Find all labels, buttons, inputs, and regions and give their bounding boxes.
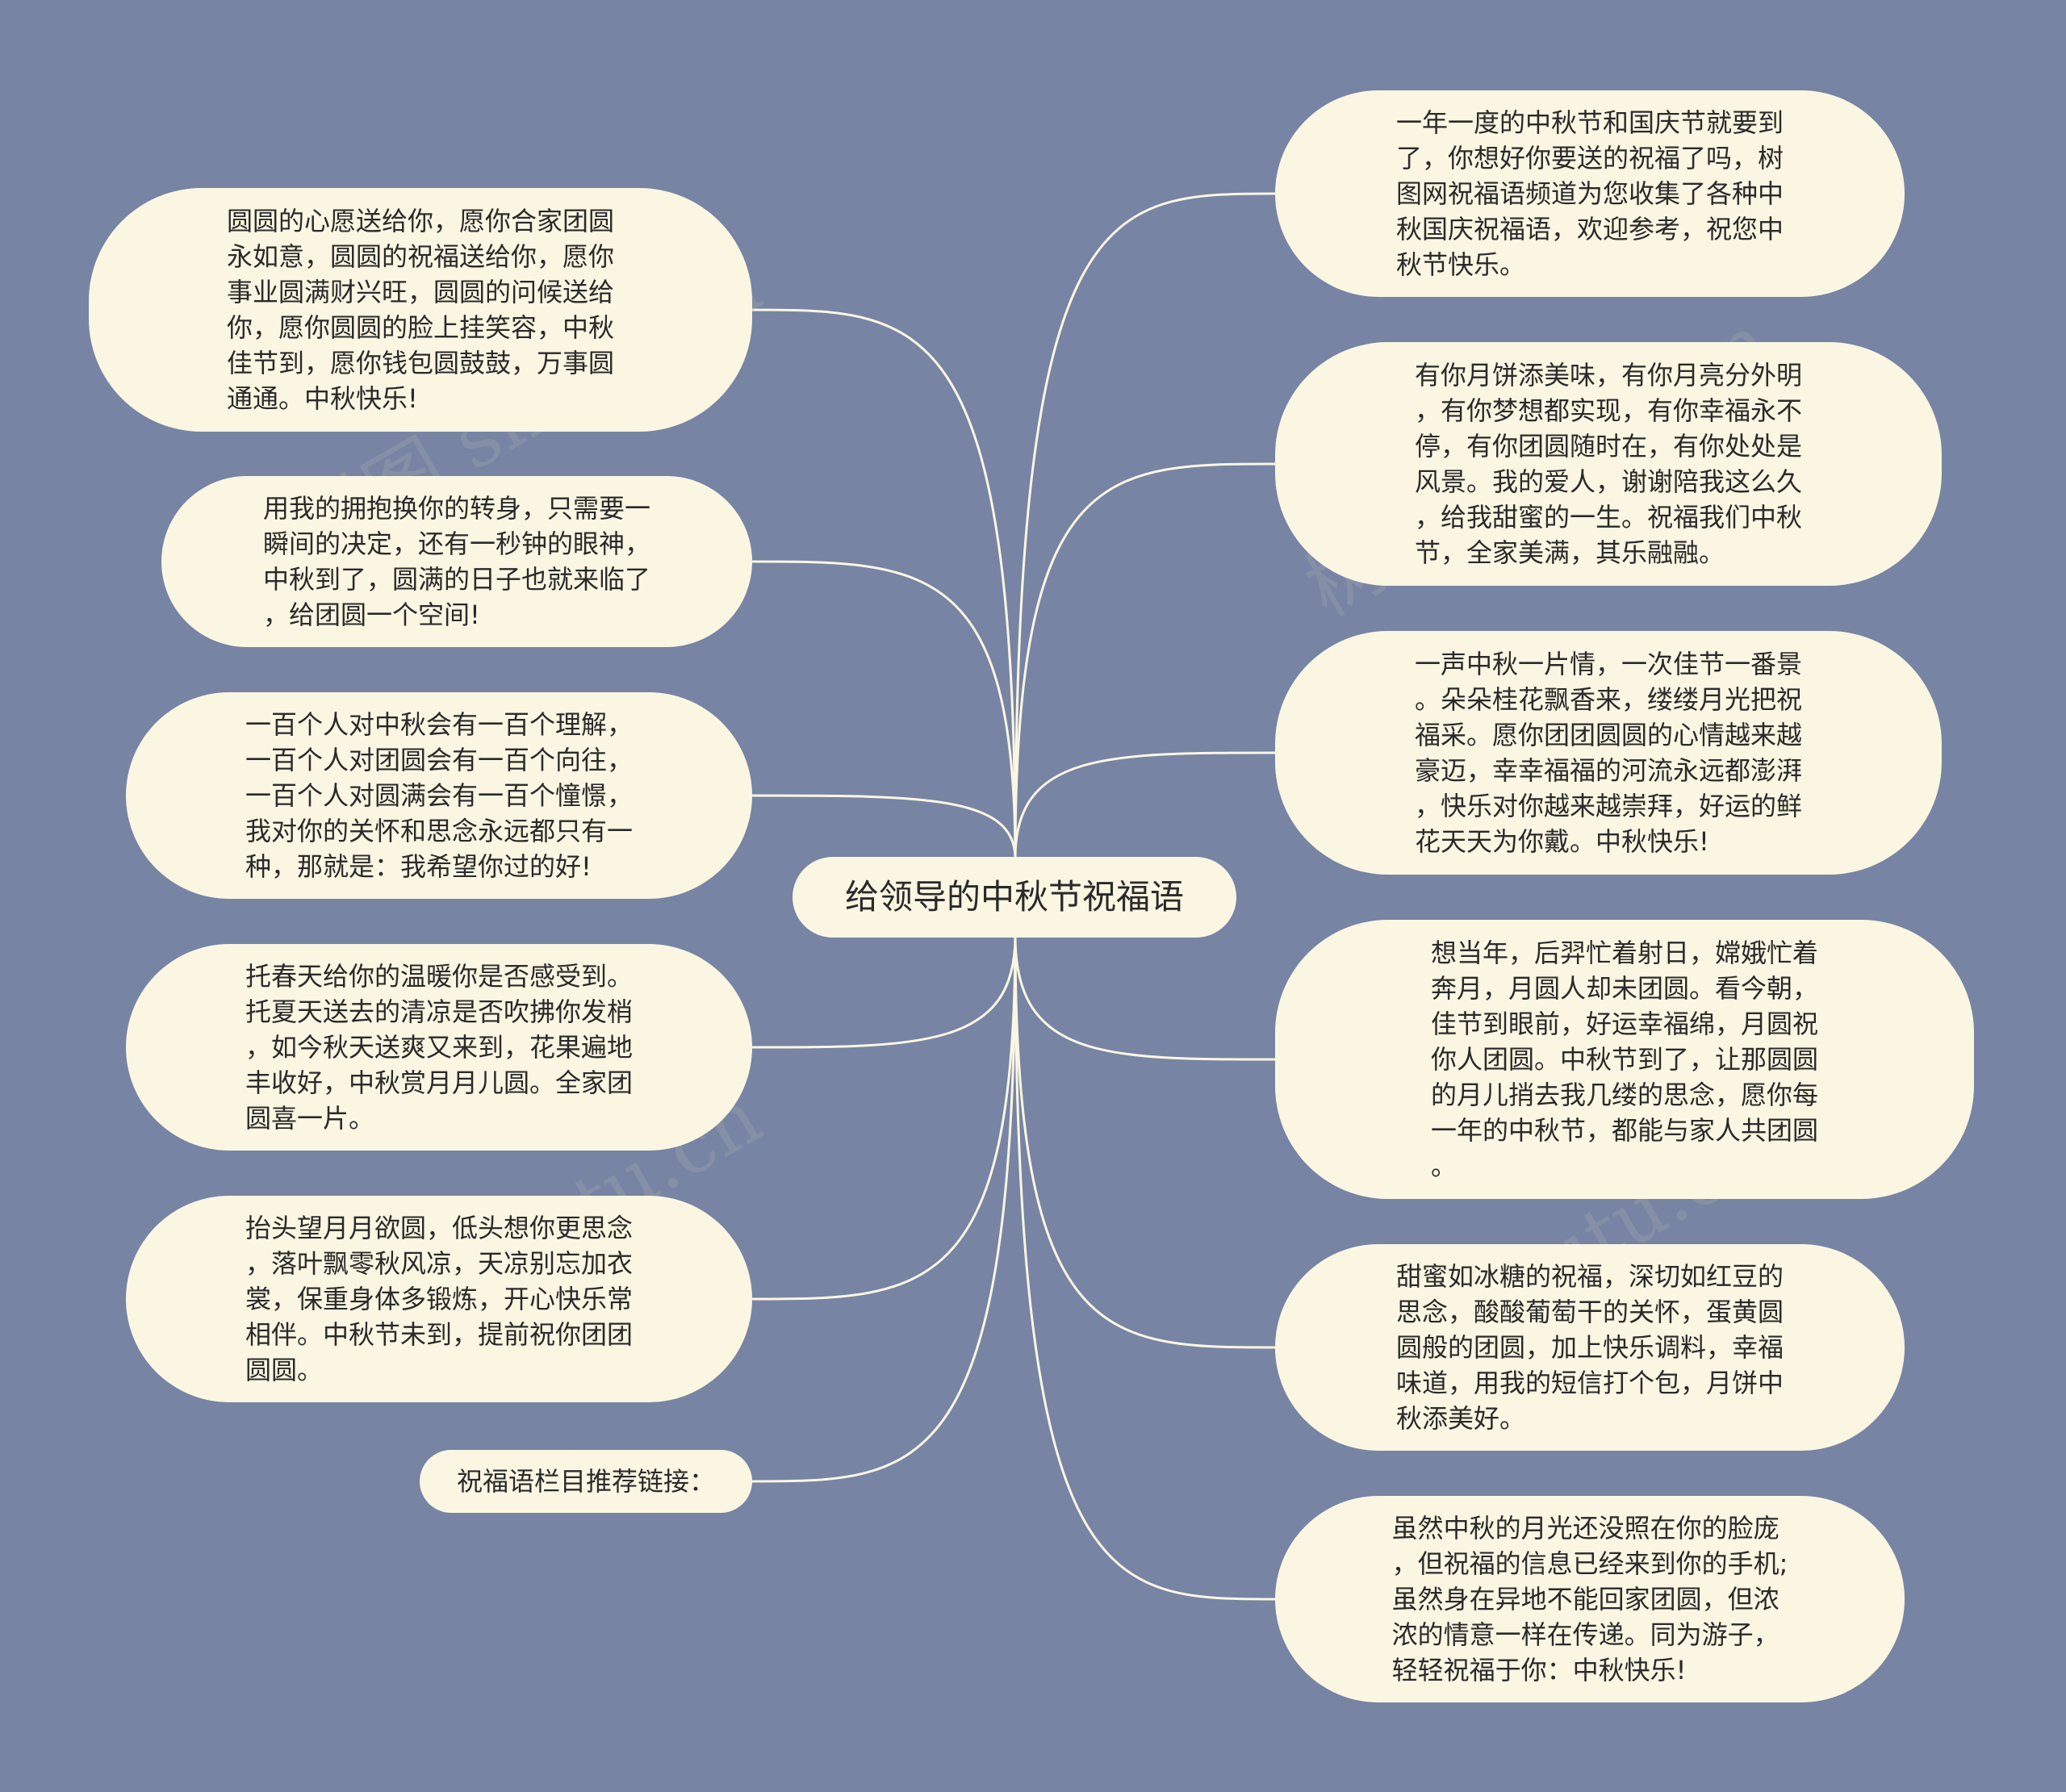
left-branch-node[interactable]: 托春天给你的温暖你是否感受到。 托夏天送去的清凉是否吹拂你发梢 ，如今秋天送爽又… bbox=[126, 944, 752, 1151]
connector-line bbox=[751, 308, 1017, 859]
left-branch-node[interactable]: 抬头望月月欲圆，低头想你更思念 ，落叶飘零秋风凉，天凉别忘加衣 裳，保重身体多锻… bbox=[126, 1196, 752, 1402]
left-branch-node[interactable]: 用我的拥抱换你的转身，只需要一 瞬间的决定，还有一秒钟的眼神， 中秋到了，圆满的… bbox=[161, 476, 752, 647]
connector-line bbox=[1014, 935, 1276, 1349]
connector-line bbox=[751, 935, 1017, 1049]
right-branch-text: 甜蜜如冰糖的祝福，深切如红豆的 思念，酸酸葡萄干的关怀，蛋黄圆 圆般的团圆，加上… bbox=[1395, 1261, 1784, 1434]
recommended-links-label: 祝福语栏目推荐链接： bbox=[456, 1466, 715, 1497]
left-branch-text: 圆圆的心愿送给你，愿你合家团圆 永如意，圆圆的祝福送给你，愿你 事业圆满财兴旺，… bbox=[226, 206, 614, 414]
connector-line bbox=[751, 935, 1017, 1301]
central-topic[interactable]: 给领导的中秋节祝福语 bbox=[793, 857, 1236, 938]
right-branch-text: 有你月饼添美味，有你月亮分外明 ，有你梦想都实现，有你幸福永不 停，有你团圆随时… bbox=[1414, 360, 1802, 568]
left-branch-text: 用我的拥抱换你的转身，只需要一 瞬间的决定，还有一秒钟的眼神， 中秋到了，圆满的… bbox=[262, 493, 650, 630]
connector-line bbox=[1014, 935, 1276, 1061]
connector-line bbox=[1014, 192, 1276, 859]
connector-line bbox=[1014, 462, 1276, 859]
left-branch-text: 一百个人对中秋会有一百个理解， 一百个人对团圆会有一百个向往， 一百个人对圆满会… bbox=[245, 709, 633, 882]
central-topic-label: 给领导的中秋节祝福语 bbox=[844, 877, 1184, 917]
connector-line bbox=[751, 560, 1017, 859]
connector-line bbox=[751, 794, 1017, 859]
connector-line bbox=[1014, 751, 1276, 859]
left-branch-text: 抬头望月月欲圆，低头想你更思念 ，落叶飘零秋风凉，天凉别忘加衣 裳，保重身体多锻… bbox=[245, 1213, 633, 1385]
right-branch-node[interactable]: 虽然中秋的月光还没照在你的脸庞 ，但祝福的信息已经来到你的手机; 虽然身在异地不… bbox=[1275, 1496, 1905, 1702]
recommended-links-node[interactable]: 祝福语栏目推荐链接： bbox=[420, 1450, 752, 1513]
right-branch-text: 想当年，后羿忙着射日，嫦娥忙着 奔月，月圆人却未团圆。看今朝， 佳节到眼前，好运… bbox=[1430, 938, 1818, 1181]
right-branch-node[interactable]: 有你月饼添美味，有你月亮分外明 ，有你梦想都实现，有你幸福永不 停，有你团圆随时… bbox=[1275, 342, 1942, 586]
connector-line bbox=[1014, 935, 1276, 1601]
right-branch-node[interactable]: 一年一度的中秋节和国庆节就要到 了，你想好你要送的祝福了吗，树 图网祝福语频道为… bbox=[1275, 90, 1905, 297]
right-branch-node[interactable]: 想当年，后羿忙着射日，嫦娥忙着 奔月，月圆人却未团圆。看今朝， 佳节到眼前，好运… bbox=[1275, 920, 1974, 1199]
left-branch-node[interactable]: 一百个人对中秋会有一百个理解， 一百个人对团圆会有一百个向往， 一百个人对圆满会… bbox=[126, 692, 752, 899]
right-branch-text: 一声中秋一片情，一次佳节一番景 。朵朵桂花飘香来，缕缕月光把祝 福采。愿你团团圆… bbox=[1414, 649, 1802, 857]
right-branch-node[interactable]: 甜蜜如冰糖的祝福，深切如红豆的 思念，酸酸葡萄干的关怀，蛋黄圆 圆般的团圆，加上… bbox=[1275, 1244, 1905, 1451]
connector-line bbox=[751, 935, 1017, 1483]
left-branch-text: 托春天给你的温暖你是否感受到。 托夏天送去的清凉是否吹拂你发梢 ，如今秋天送爽又… bbox=[245, 961, 633, 1134]
right-branch-text: 虽然中秋的月光还没照在你的脸庞 ，但祝福的信息已经来到你的手机; 虽然身在异地不… bbox=[1391, 1513, 1788, 1685]
right-branch-text: 一年一度的中秋节和国庆节就要到 了，你想好你要送的祝福了吗，树 图网祝福语频道为… bbox=[1395, 107, 1784, 280]
left-branch-node[interactable]: 圆圆的心愿送给你，愿你合家团圆 永如意，圆圆的祝福送给你，愿你 事业圆满财兴旺，… bbox=[89, 188, 752, 432]
right-branch-node[interactable]: 一声中秋一片情，一次佳节一番景 。朵朵桂花飘香来，缕缕月光把祝 福采。愿你团团圆… bbox=[1275, 631, 1942, 875]
